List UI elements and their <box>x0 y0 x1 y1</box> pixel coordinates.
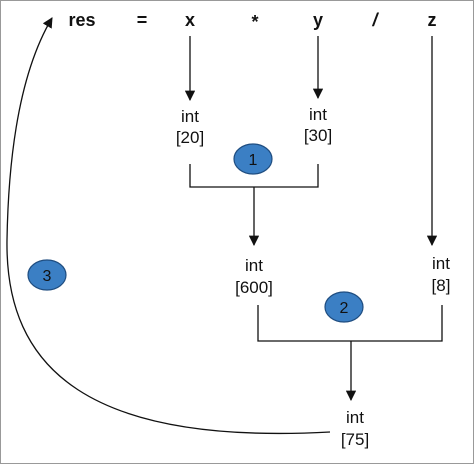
node-y-value: [30] <box>304 126 332 145</box>
step-1-badge <box>233 143 273 175</box>
token-multiply: * <box>251 12 258 32</box>
node-result-value: [75] <box>341 430 369 449</box>
connector-xyz <box>257 305 443 342</box>
node-result-type: int <box>346 408 364 427</box>
step-3-label: 3 <box>43 268 52 285</box>
node-x-type: int <box>181 107 199 126</box>
node-y-type: int <box>309 105 327 124</box>
token-x: x <box>185 10 195 30</box>
step-2-label: 2 <box>340 300 349 317</box>
token-equals: = <box>137 10 148 30</box>
node-z-value: [8] <box>432 276 451 295</box>
step-3-badge <box>27 259 67 291</box>
node-xy-value: [600] <box>235 278 273 297</box>
step-1-label: 1 <box>249 152 258 169</box>
token-res: res <box>68 10 95 30</box>
node-x-value: [20] <box>176 128 204 147</box>
node-xy-type: int <box>245 256 263 275</box>
assignment-curve-arrow <box>6 17 331 435</box>
step-2-badge <box>324 291 364 323</box>
node-z-type: int <box>432 254 450 273</box>
token-z: z <box>428 10 437 30</box>
token-y: y <box>313 10 323 30</box>
token-divide: / <box>371 10 379 30</box>
